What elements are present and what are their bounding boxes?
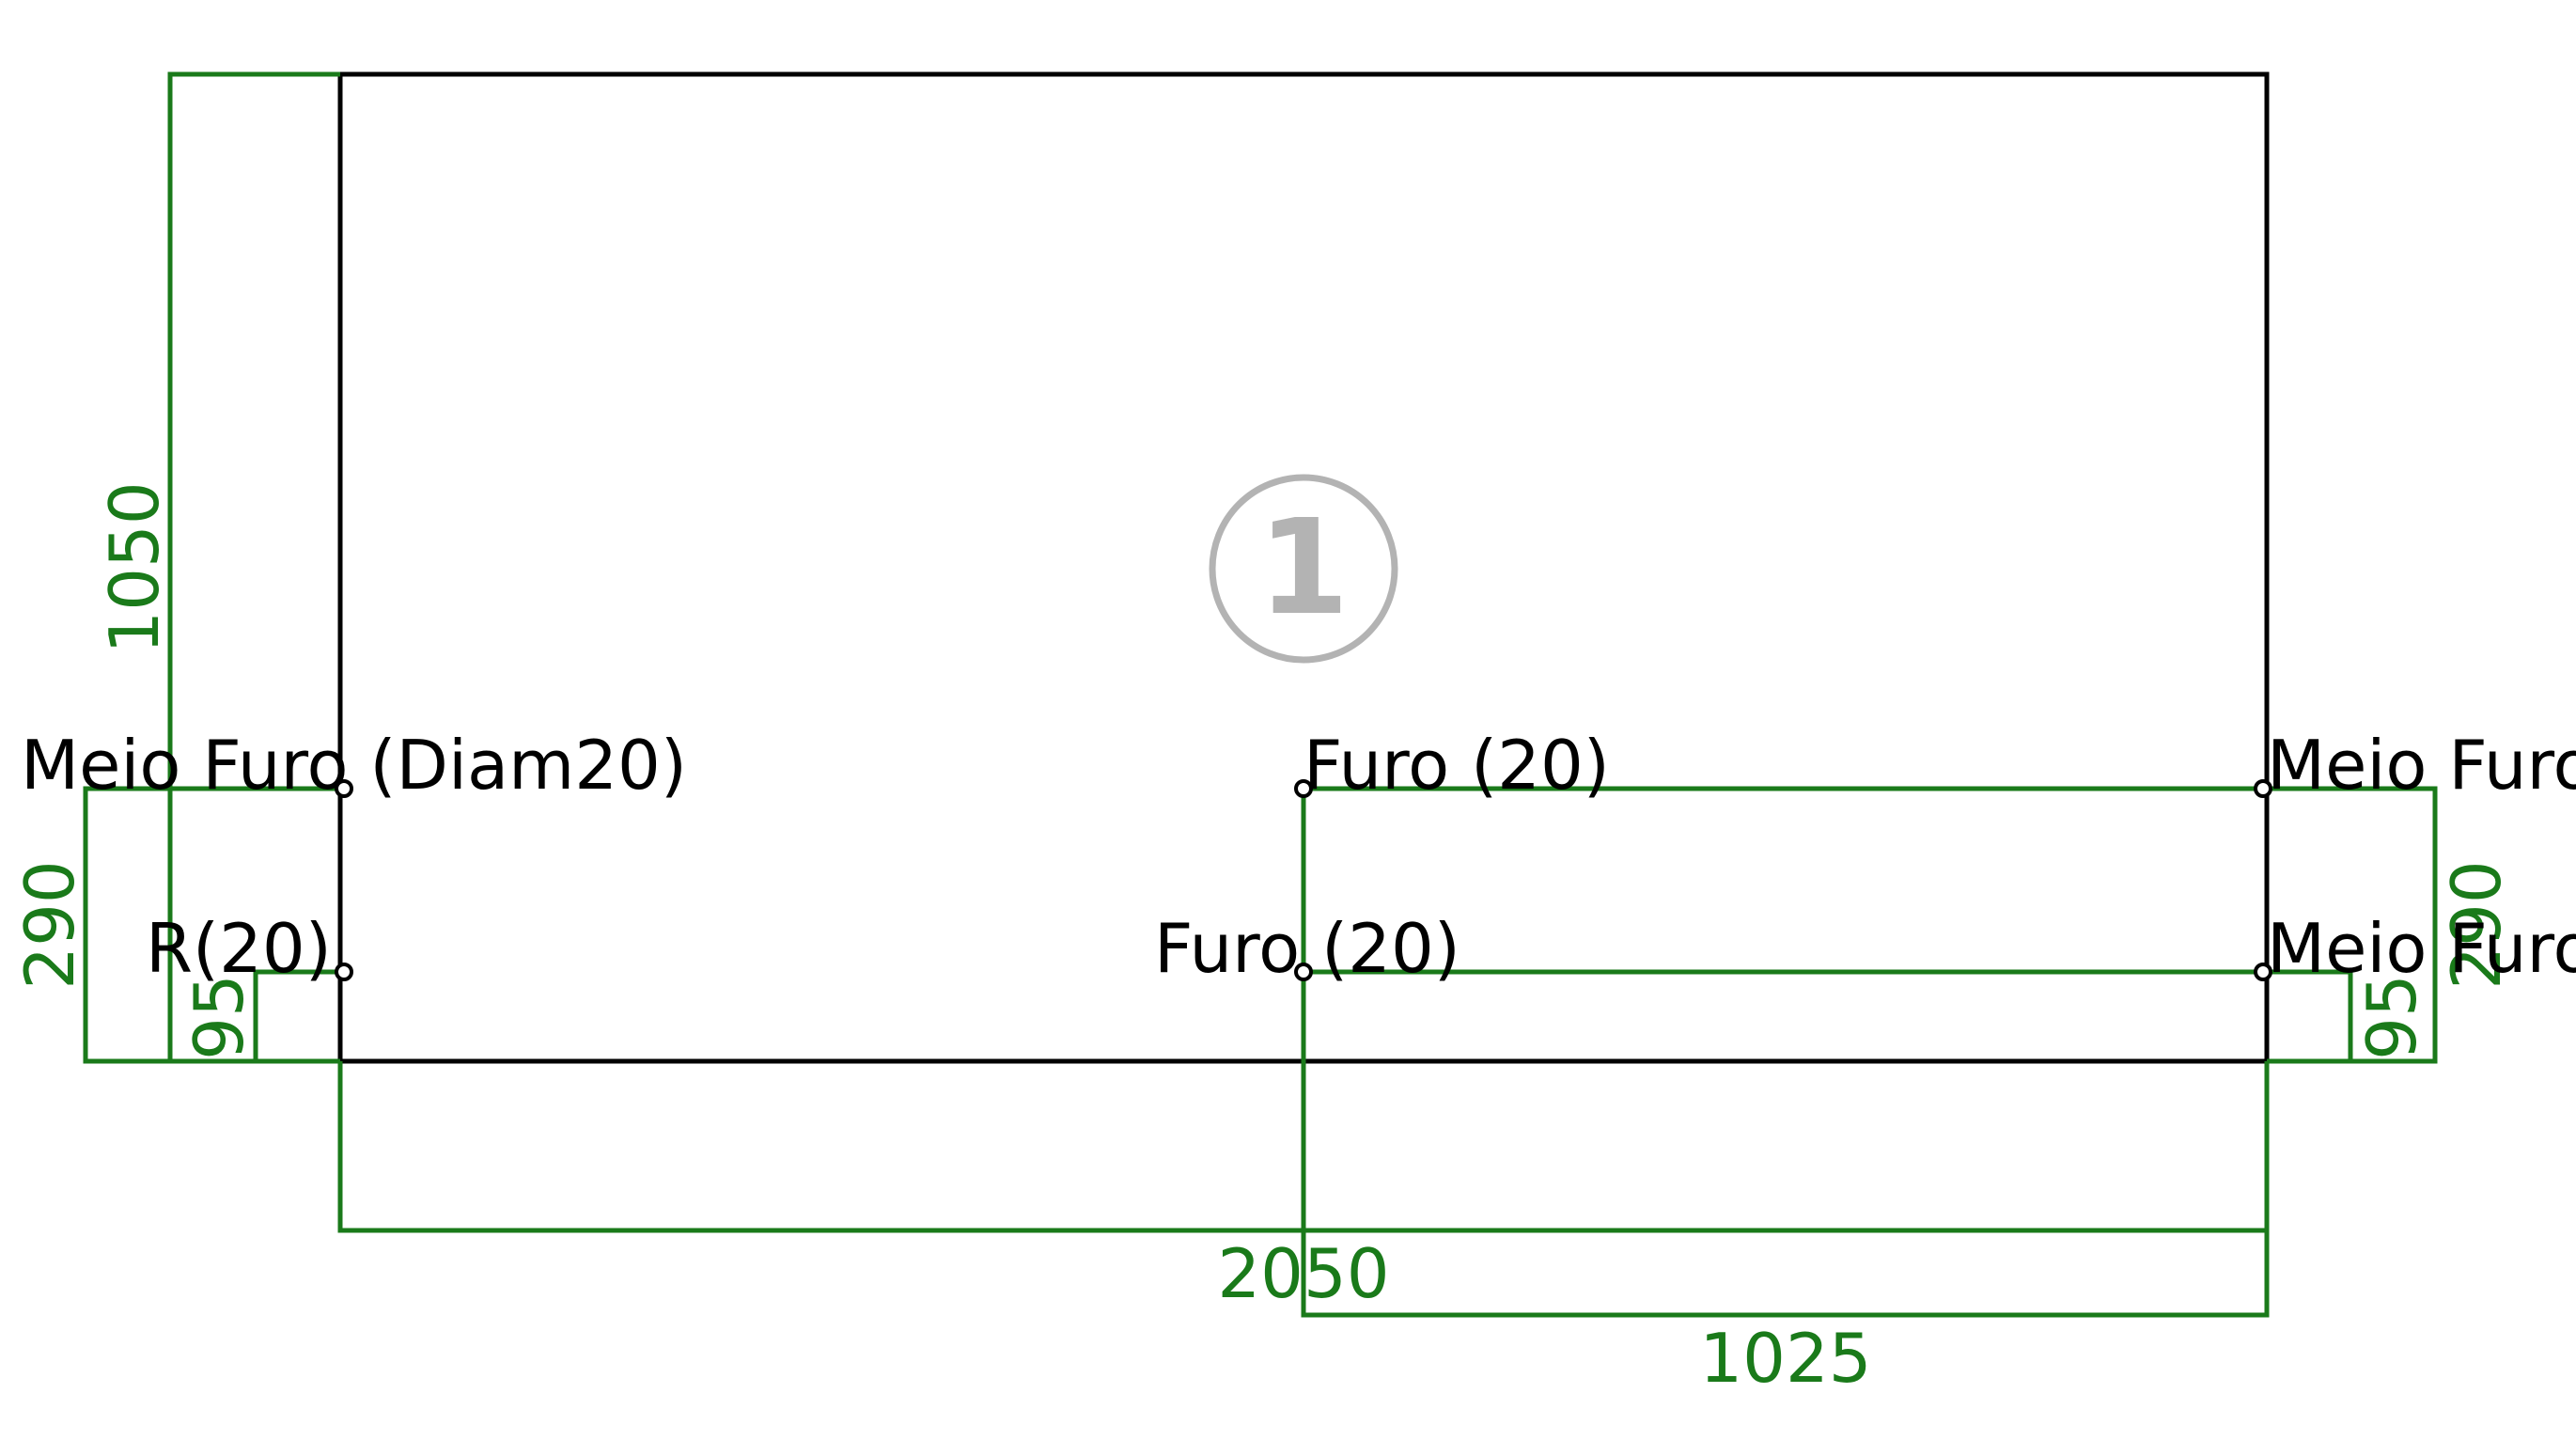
dim-line-height [167, 71, 340, 1061]
dim-left-upper-value: 290 [10, 860, 89, 989]
dim-right-upper-value: 290 [2437, 860, 2516, 989]
label-center-lower: Furo (20) [1154, 909, 1460, 988]
dim-line-width-1025 [1301, 789, 2270, 1318]
hole-markers [335, 779, 2272, 981]
dim-width-value: 2050 [1217, 1234, 1389, 1313]
hole-marker-left-lower [335, 963, 353, 981]
part-number: 1 [1257, 492, 1349, 645]
label-right-lower: Meio Furo [2267, 909, 2576, 988]
part-number-badge: 1 [1209, 474, 1398, 664]
dim-left-lower-value: 95 [180, 974, 258, 1060]
hole-marker-right-lower [2254, 963, 2272, 981]
hole-marker-left-upper [335, 779, 353, 798]
label-left-lower: R(20) [146, 909, 332, 988]
dim-half-width-value: 1025 [1699, 1319, 1871, 1398]
hole-marker-center-upper [1294, 779, 1313, 798]
dim-line-right-95 [1304, 969, 2353, 1061]
dim-line-left-290 [83, 786, 340, 1064]
dim-line-left-95 [253, 969, 340, 1061]
dimension-values: 1050 290 95 2050 1025 290 95 [10, 481, 2516, 1398]
label-right-upper: Meio Furo [2267, 726, 2576, 805]
dim-right-lower-value: 95 [2352, 974, 2431, 1060]
dim-height-value: 1050 [95, 481, 174, 653]
label-center-upper: Furo (20) [1304, 726, 1610, 805]
hole-marker-center-lower [1294, 963, 1313, 981]
dimension-lines [83, 71, 2438, 1318]
label-left-upper: Meio Furo (Diam20) [21, 726, 687, 805]
hole-labels: Meio Furo (Diam20) R(20) Furo (20) Furo … [21, 726, 2576, 988]
part-badge-circle [1209, 474, 1398, 664]
hole-marker-right-upper [2254, 779, 2272, 798]
